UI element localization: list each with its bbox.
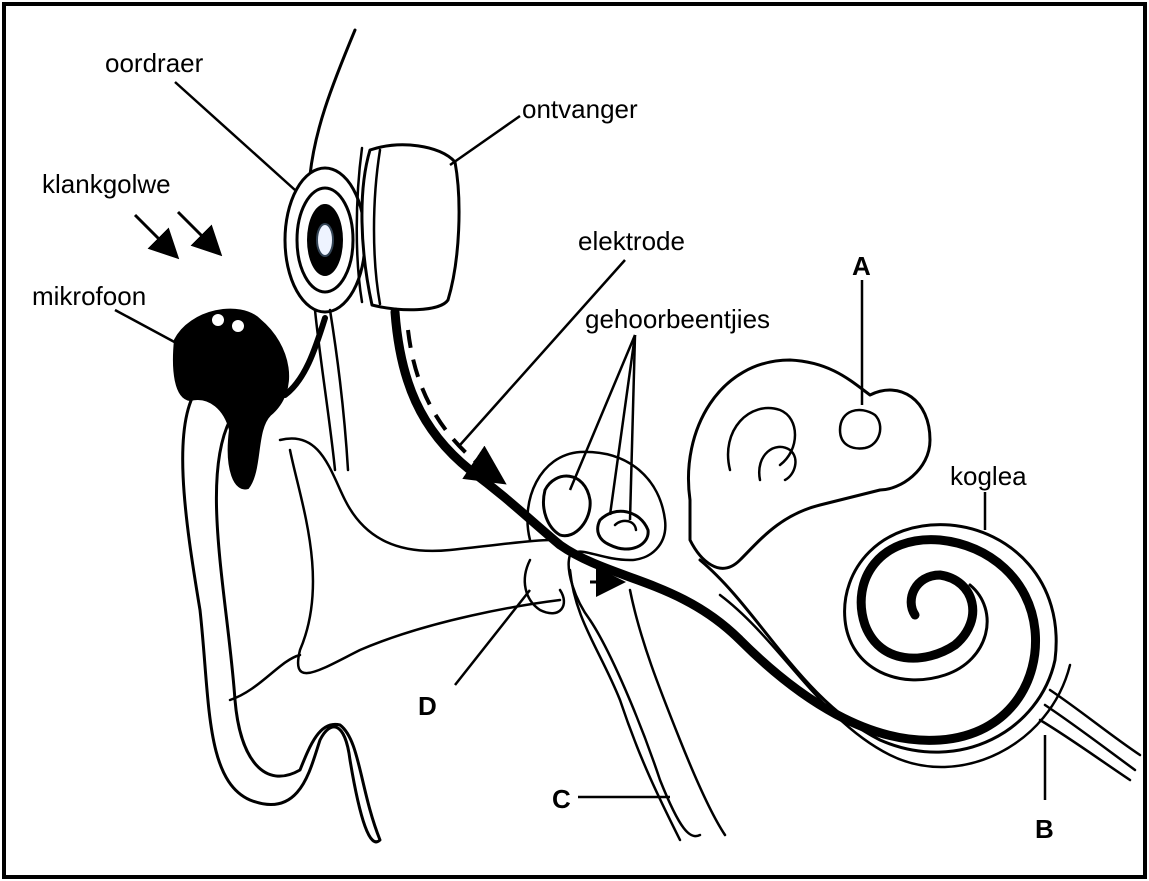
- microphone-hole-1: [212, 314, 224, 326]
- ear-canal-lower: [230, 655, 300, 700]
- label-mikrofoon: mikrofoon: [32, 281, 146, 311]
- label-oordraer: oordraer: [105, 48, 204, 78]
- label-ontvanger: ontvanger: [522, 94, 638, 124]
- sound-arrow-1: [135, 215, 175, 255]
- semicircular-canals: [688, 360, 930, 568]
- ear-piece-center: [317, 224, 333, 256]
- label-A: A: [852, 251, 871, 281]
- ossicle-hammer: [543, 476, 590, 536]
- label-koglea: koglea: [950, 461, 1027, 491]
- leader-mikrofoon: [115, 310, 180, 345]
- outer-ear: [183, 376, 380, 842]
- headset-wire: [310, 30, 355, 175]
- microphone-cable: [285, 318, 325, 395]
- label-gehoorbeentjies: gehoorbeentjies: [585, 304, 770, 334]
- ear-canal: [290, 450, 560, 673]
- label-D: D: [418, 691, 437, 721]
- sound-arrow-2: [178, 212, 218, 252]
- leader-ontvanger: [450, 116, 520, 165]
- microphone-hole-2: [232, 320, 244, 332]
- label-B: B: [1035, 814, 1054, 844]
- ossicle-anvil: [598, 511, 648, 549]
- label-klankgolwe: klankgolwe: [42, 169, 171, 199]
- leader-D: [455, 590, 530, 685]
- leader-oordraer: [175, 82, 295, 190]
- label-C: C: [552, 784, 571, 814]
- ear-inner-fold: [280, 438, 550, 550]
- label-elektrode: elektrode: [578, 226, 685, 256]
